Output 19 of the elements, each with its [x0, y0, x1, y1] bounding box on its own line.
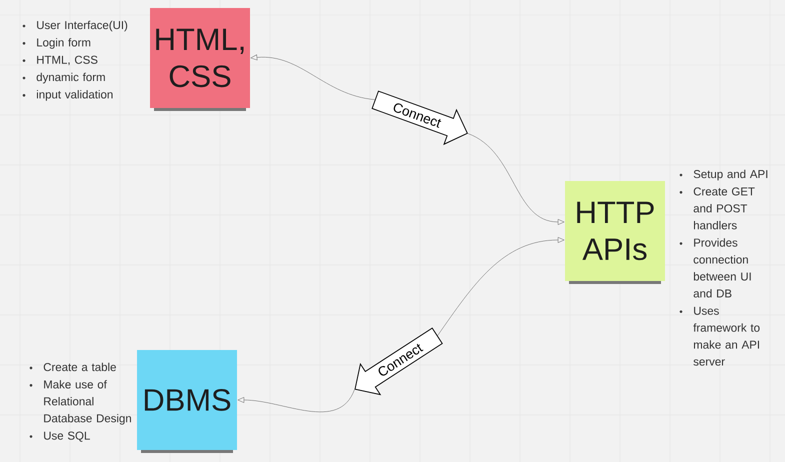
- list-item: Uses framework to make an API server: [693, 306, 760, 366]
- list-item: input validation: [36, 90, 112, 101]
- connector: [238, 389, 355, 412]
- list-item: Provides connection between UI and DB: [694, 238, 751, 298]
- list-item: Create a table: [44, 362, 116, 372]
- sticky-note: DBMS: [137, 350, 237, 450]
- list-item: dynamic form: [36, 72, 105, 84]
- sticky-note: HTTP APIs: [565, 180, 665, 281]
- list-item: Login form: [37, 38, 90, 49]
- list-item: Make use of Relational Database Design: [44, 380, 131, 425]
- sticky-note: HTML, CSS: [150, 8, 250, 108]
- list-item: Setup and API: [694, 170, 768, 180]
- connector: [437, 237, 564, 336]
- list-item: User Interface(UI): [37, 20, 128, 32]
- list-item: HTML, CSS: [37, 56, 98, 66]
- connector: [250, 54, 376, 100]
- connector: [468, 133, 564, 225]
- list-item: Use SQL: [44, 432, 90, 442]
- list-item: Create GET and POST handlers: [694, 187, 755, 230]
